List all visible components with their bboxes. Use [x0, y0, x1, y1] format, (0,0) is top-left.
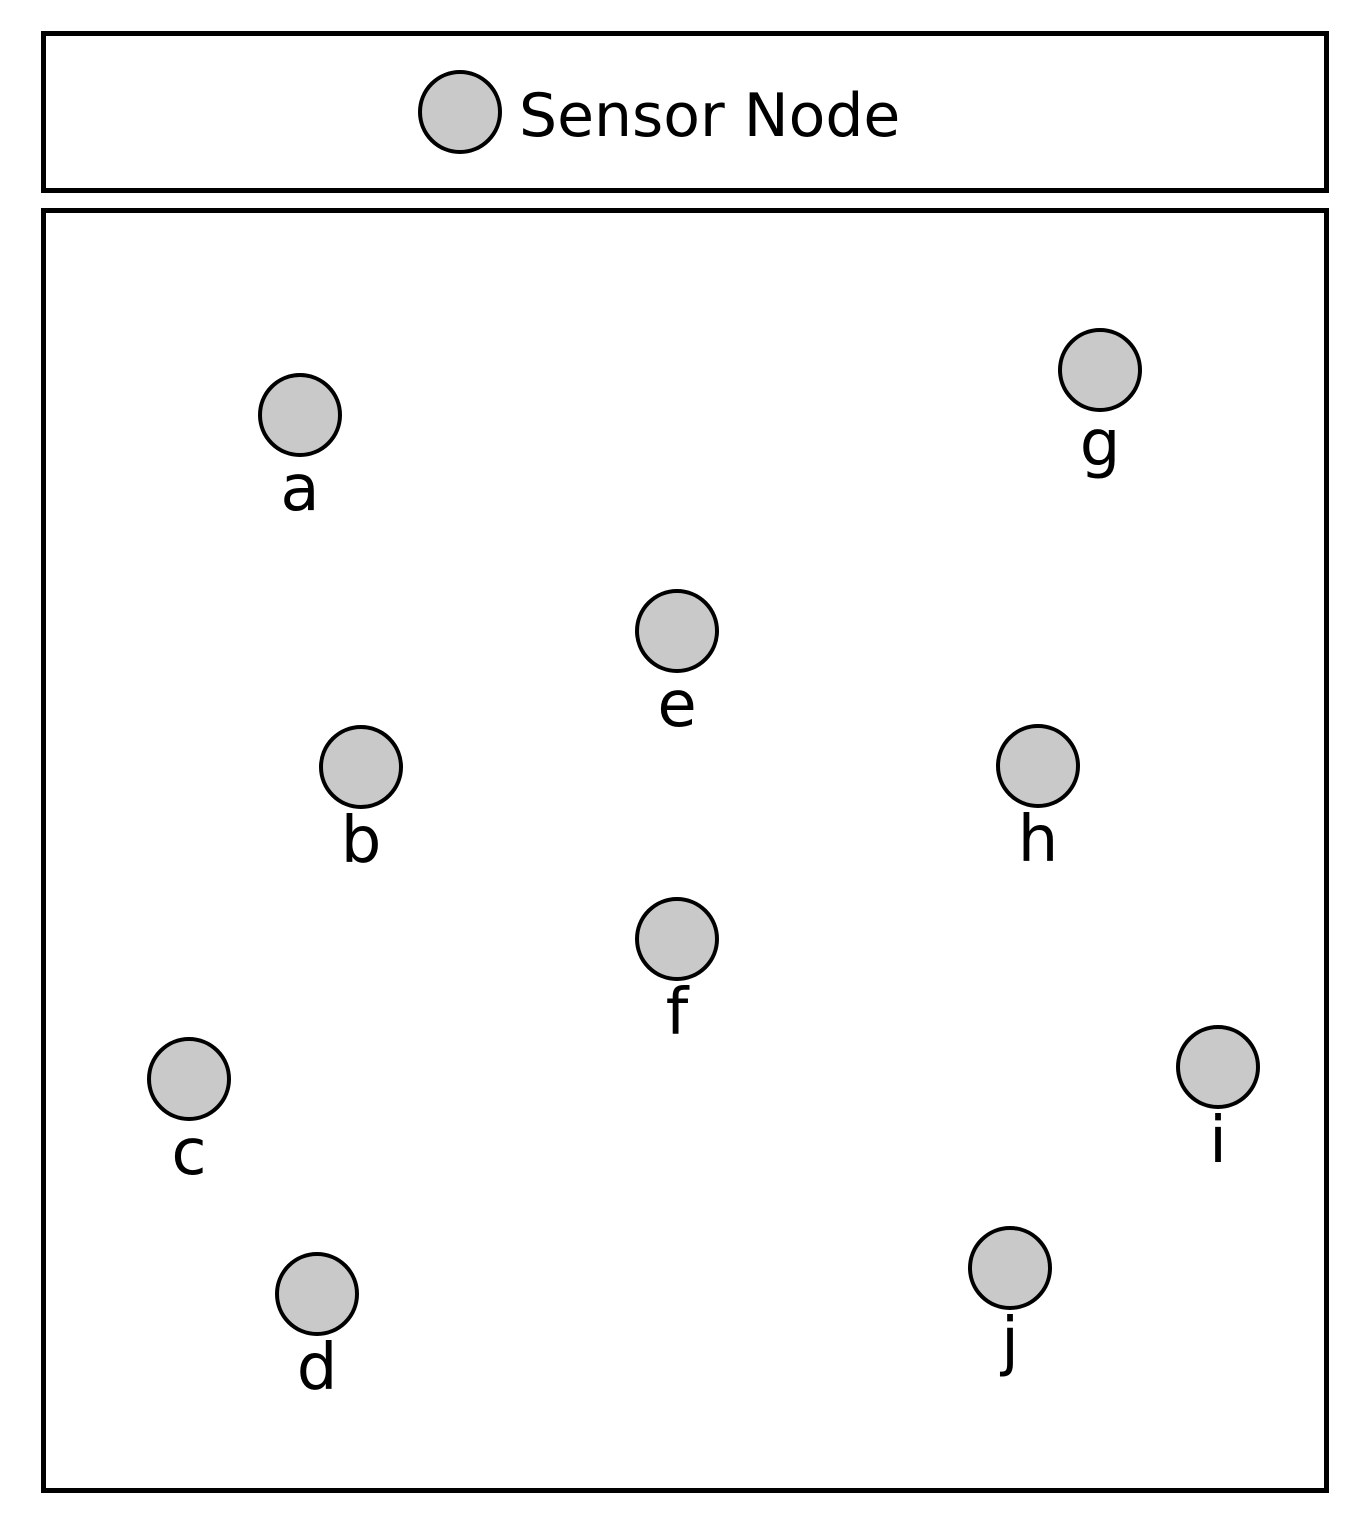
sensor-node-label-f: f	[665, 976, 689, 1050]
sensor-node-label-e: e	[657, 668, 697, 742]
sensor-node-b	[319, 725, 403, 809]
sensor-node-label-c: c	[171, 1116, 207, 1190]
sensor-node-j	[968, 1226, 1052, 1310]
sensor-node-i	[1176, 1025, 1260, 1109]
sensor-node-icon	[418, 70, 502, 154]
sensor-node-d	[275, 1252, 359, 1336]
sensor-node-label-a: a	[280, 452, 320, 526]
sensor-node-label-h: h	[1017, 803, 1059, 877]
legend: Sensor Node	[41, 31, 1329, 193]
sensor-node-g	[1058, 328, 1142, 412]
sensor-node-c	[147, 1037, 231, 1121]
sensor-node-h	[996, 724, 1080, 808]
legend-label: Sensor Node	[519, 81, 901, 151]
sensor-node-a	[258, 373, 342, 457]
sensor-node-e	[635, 589, 719, 673]
sensor-node-label-g: g	[1079, 407, 1121, 481]
sensor-node-label-i: i	[1209, 1104, 1227, 1178]
sensor-node-f	[635, 897, 719, 981]
sensor-node-label-d: d	[296, 1331, 338, 1405]
sensor-node-label-b: b	[340, 804, 382, 878]
sensor-node-label-j: j	[1001, 1305, 1019, 1379]
sensor-field: a b c d e f g h i j	[41, 208, 1329, 1493]
